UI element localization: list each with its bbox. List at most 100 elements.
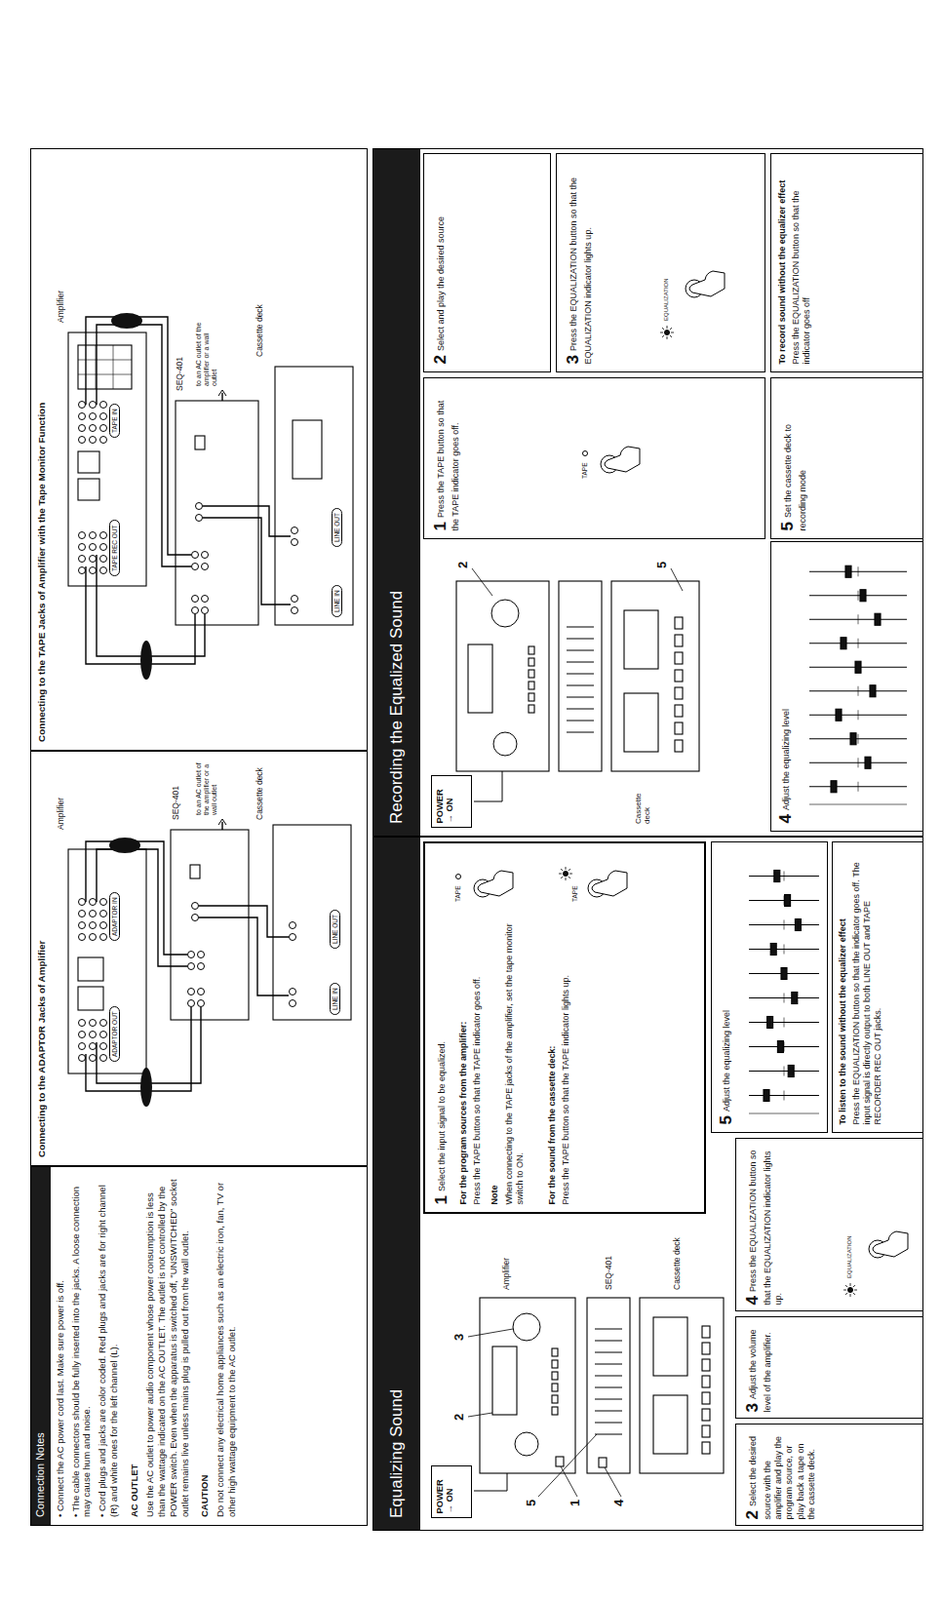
jack-symbol — [188, 951, 196, 959]
jack-symbol — [89, 922, 97, 930]
amplifier-front — [479, 1297, 576, 1474]
jack-symbol — [78, 1055, 86, 1062]
knob — [491, 599, 519, 628]
cable-tag — [109, 837, 141, 854]
button — [528, 669, 535, 678]
terminal — [78, 957, 104, 981]
step-number: 4 — [743, 1295, 762, 1306]
jack-symbol — [100, 922, 108, 930]
part-name: SEQ-401 — [175, 356, 186, 392]
jack-symbol — [196, 514, 203, 522]
cable-wire — [85, 841, 188, 955]
jack-symbol — [196, 503, 203, 510]
part-name: SEQ-401 — [604, 1255, 615, 1291]
terminal — [78, 986, 104, 1011]
button — [528, 681, 535, 690]
jack-symbol — [78, 910, 86, 918]
step-box: 1Press the TAPE button so that the TAPE … — [423, 378, 766, 541]
node-text: Press the TAPE button so that the TAPE i… — [471, 917, 483, 1206]
button — [551, 1407, 558, 1415]
button — [674, 722, 683, 735]
jack-symbol — [89, 1043, 97, 1051]
cable-tag — [111, 313, 143, 329]
leader-line — [473, 771, 503, 802]
part-name: Amplifier — [56, 290, 67, 323]
equalizer-rear — [170, 829, 249, 1020]
equalizer-fader — [784, 895, 791, 907]
node-text: CAUTION — [198, 1167, 211, 1526]
jack-symbol — [89, 1031, 97, 1039]
equalizer-fader — [835, 708, 842, 721]
node-text: Select the desired source with the ampli… — [747, 1436, 817, 1521]
indicator-rays — [662, 335, 665, 338]
equalizer-fader — [830, 781, 837, 793]
equalizer-fader — [777, 1041, 784, 1054]
fader — [594, 1329, 623, 1331]
jack-symbol — [100, 934, 108, 941]
jack-symbol — [89, 532, 97, 540]
equalizer-fader — [858, 686, 860, 697]
knob — [493, 732, 517, 756]
cassette-rear — [274, 366, 353, 626]
jack-symbol — [78, 567, 86, 575]
fader — [566, 708, 594, 710]
notes-panel: Connection Notes• Connect the AC power c… — [30, 1166, 368, 1527]
node-text: Adjust the equalizing level — [721, 1010, 732, 1112]
leader-line — [468, 1329, 513, 1337]
switch — [195, 435, 205, 450]
callout-number: 5 — [655, 561, 670, 569]
button-name: EQUALIZATION — [846, 1235, 854, 1279]
node-text: Press the TAPE button so that the TAPE i… — [435, 400, 461, 532]
connection-panel: Connecting to the TAPE Jacks of Amplifie… — [30, 148, 368, 751]
fader — [594, 1411, 623, 1412]
jack-symbol — [100, 567, 108, 575]
jack-symbol — [197, 963, 205, 971]
step-box: 4Press the EQUALIZATION button so that t… — [735, 1138, 924, 1313]
fader — [594, 1340, 623, 1342]
jack-symbol — [289, 922, 297, 930]
jack-symbol — [78, 425, 86, 432]
part-name: Cassette deck — [633, 777, 652, 824]
step-box: 3Press the EQUALIZATION button so that t… — [555, 154, 766, 374]
leader-line — [538, 1434, 597, 1497]
arrow-head — [218, 390, 227, 396]
callout-number: 3 — [452, 1333, 468, 1341]
indicator-rays — [558, 873, 562, 875]
indicator-rays — [854, 1290, 858, 1292]
node-text: Select the input signal to be equalized. — [436, 1041, 447, 1192]
equalizer-fader — [858, 590, 860, 601]
jack-symbol — [89, 436, 97, 444]
jack-symbol — [188, 988, 196, 996]
jack-symbol — [201, 551, 209, 559]
callout-number: 2 — [452, 1413, 468, 1421]
part-name: Cassette deck — [255, 755, 266, 821]
fader — [594, 1434, 623, 1436]
indicator-rays — [565, 866, 567, 870]
jack-symbol — [78, 436, 86, 444]
equalizer-fader — [864, 756, 871, 769]
equalizer-front — [587, 1297, 630, 1474]
equalizer-fader — [858, 757, 860, 768]
button — [702, 1342, 710, 1355]
step-number: 4 — [776, 814, 795, 824]
display — [468, 644, 493, 713]
equalizer-fader — [784, 1018, 785, 1028]
amplifier-front — [456, 581, 549, 772]
button — [702, 1359, 710, 1372]
button-name: TAPE — [581, 463, 589, 480]
jack-symbol — [197, 988, 205, 996]
terminal — [78, 478, 100, 501]
amplifier-rear — [68, 849, 147, 1074]
node-text: Press the EQUALIZATION button so that th… — [790, 162, 814, 365]
node-text: Press the EQUALIZATION button so that th… — [851, 851, 885, 1126]
equalizer-fader — [770, 943, 777, 956]
node-text: Press the TAPE button so that the TAPE i… — [560, 917, 572, 1206]
jack-symbol — [197, 951, 205, 959]
indicator-rays — [568, 868, 571, 871]
equalizer-fader — [784, 993, 785, 1004]
button — [674, 740, 683, 752]
leader-line — [604, 1467, 622, 1497]
knob — [512, 1313, 541, 1341]
jack-symbol — [100, 1031, 108, 1039]
step-box: 4Adjust the equalizing level — [770, 542, 924, 833]
